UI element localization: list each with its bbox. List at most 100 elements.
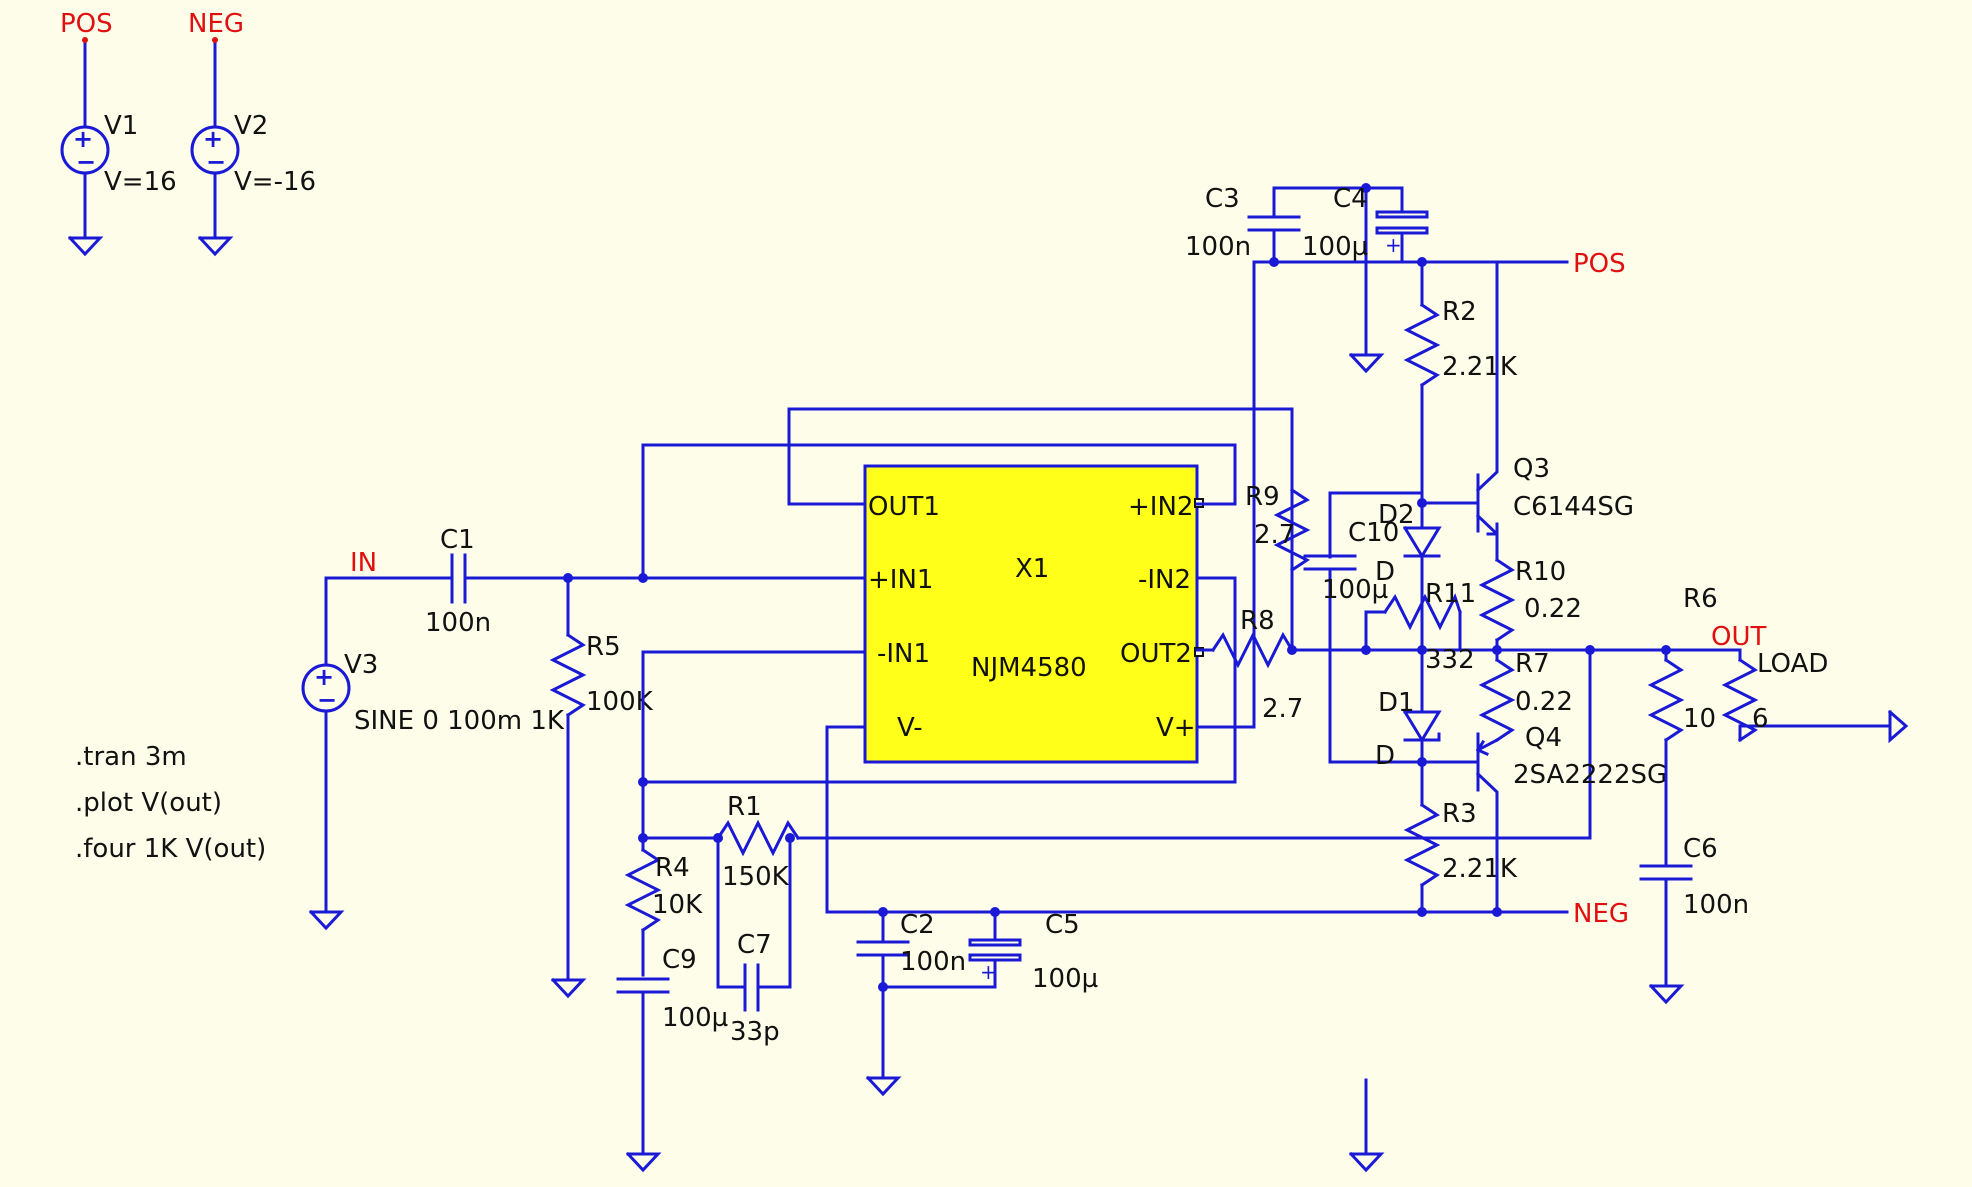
- q3-value: C6144SG: [1513, 492, 1634, 522]
- v3-source[interactable]: + −: [301, 576, 351, 931]
- v1-source[interactable]: + −: [60, 37, 110, 257]
- load-value: 6: [1752, 704, 1769, 734]
- c7-value: 33p: [730, 1017, 780, 1047]
- pin-out2-marker: [1194, 647, 1204, 657]
- pin-vminus: V-: [897, 713, 923, 743]
- r10-value: 0.22: [1524, 594, 1582, 624]
- r4-resistor[interactable]: [624, 836, 662, 977]
- r11-value: 332: [1425, 645, 1475, 675]
- r3-resistor[interactable]: [1403, 760, 1441, 917]
- r6-value: 10: [1683, 704, 1716, 734]
- pin-in1n: -IN1: [877, 639, 930, 669]
- c5-value: 100µ: [1032, 964, 1098, 994]
- opamp-x1[interactable]: [863, 464, 1199, 764]
- r2-value: 2.21K: [1442, 352, 1518, 382]
- c3-name: C3: [1205, 184, 1240, 214]
- c10-capacitor[interactable]: [1303, 491, 1462, 764]
- r4-value: 10K: [652, 890, 703, 920]
- c7-capacitor[interactable]: [716, 836, 792, 1012]
- q4-transistor[interactable]: [1420, 732, 1502, 917]
- c6-name: C6: [1683, 834, 1718, 864]
- r1-name: R1: [727, 792, 762, 822]
- r10-name: R10: [1515, 557, 1566, 587]
- r3-value: 2.21K: [1442, 854, 1518, 884]
- q4-value: 2SA2222SG: [1513, 760, 1667, 790]
- q4-name: Q4: [1525, 723, 1562, 753]
- pin-vplus: V+: [1156, 713, 1196, 743]
- net-label-out: OUT: [1711, 622, 1766, 652]
- d2-name: D2: [1378, 500, 1415, 530]
- r6-name: R6: [1683, 584, 1718, 614]
- c4-value: 100µ: [1302, 232, 1368, 262]
- c3-capacitor[interactable]: [1247, 186, 1368, 264]
- r11-resistor[interactable]: [1364, 593, 1462, 655]
- c4-capacitor[interactable]: +: [1348, 183, 1429, 374]
- r9-value: 2.7: [1254, 520, 1295, 550]
- net-label-in: IN: [350, 548, 377, 578]
- opamp-name: X1: [1015, 554, 1049, 584]
- r6-resistor[interactable]: [1647, 648, 1685, 866]
- r5-resistor[interactable]: [549, 573, 587, 999]
- c7-name: C7: [737, 930, 772, 960]
- r9-resistor[interactable]: [1273, 407, 1311, 652]
- d2-value: D: [1375, 557, 1395, 587]
- svg-text:+: +: [203, 125, 223, 153]
- c4-name: C4: [1333, 184, 1368, 214]
- v3-value: SINE 0 100m 1K: [354, 706, 565, 736]
- c10-value: 100µ: [1322, 575, 1388, 605]
- directive-plot: .plot V(out): [75, 788, 222, 818]
- q3-name: Q3: [1513, 454, 1550, 484]
- r11-name: R11: [1425, 579, 1476, 609]
- c9-value: 100µ: [662, 1003, 728, 1033]
- r8-name: R8: [1240, 606, 1275, 636]
- r7-name: R7: [1515, 649, 1550, 679]
- c9-capacitor[interactable]: [616, 977, 670, 1173]
- c1-name: C1: [440, 525, 475, 555]
- svg-text:−: −: [317, 686, 337, 714]
- directive-tran: .tran 3m: [75, 742, 187, 772]
- opamp-part: NJM4580: [971, 653, 1087, 683]
- c2-capacitor[interactable]: [856, 907, 910, 1097]
- r5-name: R5: [586, 632, 621, 662]
- net-label-neg-right: NEG: [1573, 899, 1629, 929]
- r10-resistor[interactable]: [1478, 557, 1516, 655]
- v2-source[interactable]: + −: [190, 37, 240, 257]
- c10-name: C10: [1348, 518, 1399, 548]
- r1-resistor[interactable]: [641, 648, 1592, 857]
- pin-in1p: +IN1: [868, 565, 933, 595]
- pin-in2n: -IN2: [1138, 565, 1191, 595]
- r8-value: 2.7: [1262, 694, 1303, 724]
- c1-capacitor[interactable]: [324, 553, 866, 604]
- pin-out1: OUT1: [868, 492, 940, 522]
- r2-name: R2: [1442, 297, 1477, 327]
- svg-text:+: +: [1385, 233, 1402, 257]
- net-label-pos: POS: [60, 9, 113, 39]
- v3-name: V3: [344, 650, 378, 680]
- d1-value: D: [1375, 741, 1395, 771]
- d1-name: D1: [1378, 688, 1415, 718]
- load-resistor[interactable]: [1721, 648, 1909, 744]
- c5-name: C5: [1045, 910, 1080, 940]
- c9-name: C9: [662, 945, 697, 975]
- v2-name: V2: [234, 111, 268, 141]
- r2-resistor[interactable]: [1403, 260, 1441, 508]
- ground-symbol: [1348, 1078, 1385, 1173]
- r4-name: R4: [655, 853, 690, 883]
- v1-value: V=16: [104, 167, 177, 197]
- r1-value: 150K: [722, 862, 790, 892]
- q3-transistor[interactable]: [1420, 260, 1499, 562]
- c2-name: C2: [900, 910, 935, 940]
- c5-capacitor[interactable]: +: [881, 907, 1022, 989]
- r7-resistor[interactable]: [1478, 648, 1516, 743]
- svg-text:+: +: [980, 960, 997, 984]
- pin-in2p: +IN2: [1128, 492, 1193, 522]
- opamp-wiring: [638, 257, 1569, 914]
- v2-value: V=-16: [234, 167, 316, 197]
- c2-value: 100n: [900, 947, 966, 977]
- c6-capacitor[interactable]: [1639, 864, 1693, 1005]
- c3-value: 100n: [1185, 232, 1251, 262]
- directive-four: .four 1K V(out): [75, 834, 266, 864]
- svg-text:−: −: [206, 148, 226, 176]
- v1-name: V1: [104, 111, 138, 141]
